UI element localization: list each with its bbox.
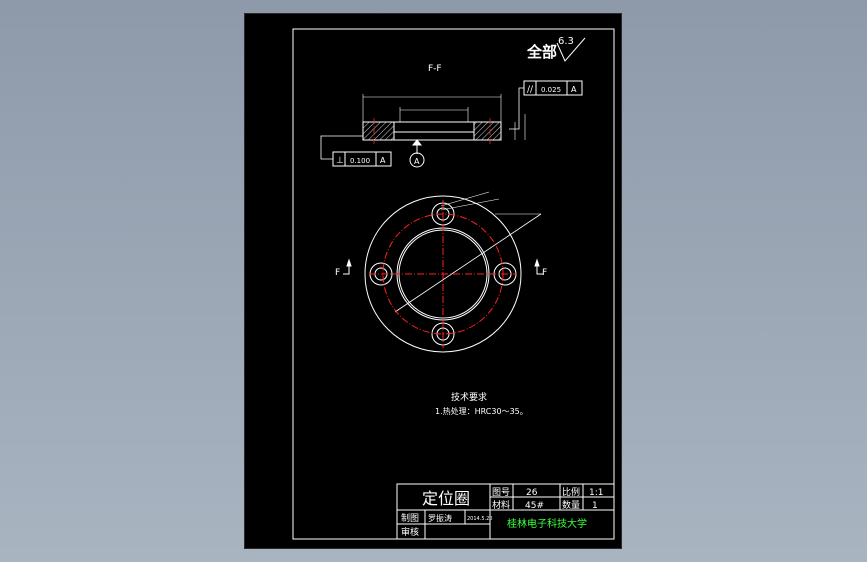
perpendicularity-datum: A [380, 156, 386, 165]
school-name: 桂林电子科技大学 [507, 517, 587, 530]
parallelism-datum: A [571, 85, 577, 94]
tech-req-title: 技术要求 [451, 391, 487, 403]
material-label: 材料 [492, 499, 510, 511]
bolt-circle-centerline [369, 200, 517, 348]
qty-value: 1 [592, 501, 598, 511]
surface-finish-value: 6.3 [558, 36, 574, 47]
surface-finish-prefix: 全部 [526, 43, 557, 61]
datum-letter: A [414, 157, 420, 166]
perpendicularity-tolerance-frame [320, 135, 392, 167]
drawing-no-value: 26 [526, 488, 538, 498]
plan-view [364, 191, 542, 353]
perpendicularity-value: 0.100 [350, 157, 370, 165]
drawing-sheet: 全部 6.3 F-F // 0.025 A [244, 13, 622, 549]
check-label: 审核 [401, 526, 419, 538]
qty-label: 数量 [562, 499, 580, 511]
cut-label-left: F [335, 268, 340, 278]
part-name: 定位圈 [422, 489, 470, 508]
scale-value: 1:1 [589, 488, 603, 498]
drawn-name: 罗振涛 [428, 513, 452, 523]
section-centerlines [373, 118, 491, 144]
material-value: 45# [525, 501, 544, 511]
roughness-symbol-icon [556, 37, 586, 62]
drawing-no-label: 图号 [492, 487, 510, 498]
tech-req-item-1: 1.热处理：HRC30～35。 [435, 406, 528, 416]
parallelism-symbol: // [527, 85, 534, 95]
cut-label-right: F [542, 268, 547, 278]
section-view [362, 94, 526, 141]
parallelism-value: 0.025 [541, 86, 561, 94]
drawn-label: 制图 [401, 512, 419, 524]
section-label: F-F [428, 64, 442, 74]
drawn-date: 2014.5.20 [467, 516, 492, 522]
inner-frame [292, 28, 615, 540]
datum-marker [409, 139, 425, 168]
cut-plane-markers [343, 258, 543, 275]
perpendicularity-symbol: ⊥ [336, 156, 344, 166]
scale-label: 比例 [562, 486, 580, 498]
cad-drawing: 全部 6.3 F-F // 0.025 A [292, 28, 615, 540]
parallelism-tolerance-frame [509, 80, 583, 130]
title-block [396, 483, 615, 540]
